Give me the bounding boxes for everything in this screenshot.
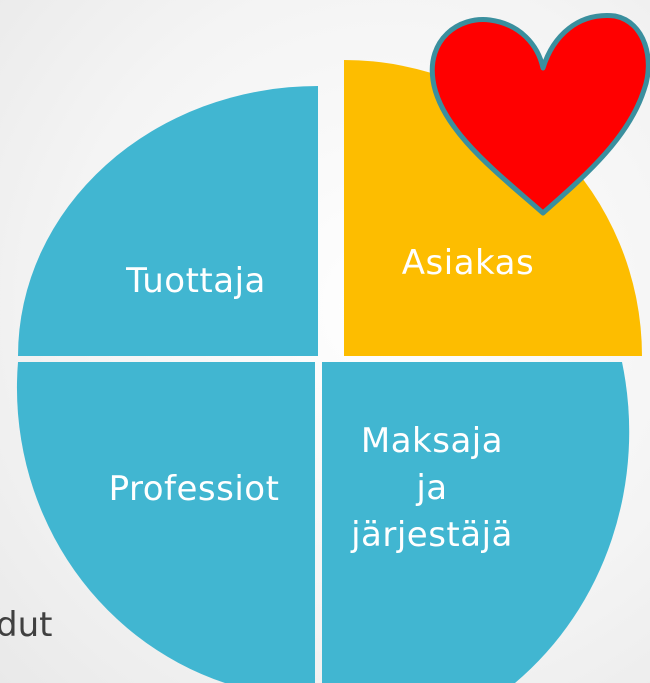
label-maksaja: Maksaja <box>361 421 503 461</box>
background-text-fragment: dut <box>0 605 52 645</box>
label-ja: ja <box>415 468 447 508</box>
segment-asiakas <box>344 60 642 356</box>
label-asiakas: Asiakas <box>402 243 534 283</box>
label-professiot: Professiot <box>109 469 280 509</box>
segment-professiot <box>16 362 315 683</box>
segment-tuottaja <box>18 86 318 356</box>
label-tuottaja: Tuottaja <box>125 261 266 301</box>
segment-maksaja-ja-jarjestaja <box>322 362 630 683</box>
label-jarjestaja: järjestäjä <box>350 515 513 555</box>
heart-icon <box>429 13 650 216</box>
